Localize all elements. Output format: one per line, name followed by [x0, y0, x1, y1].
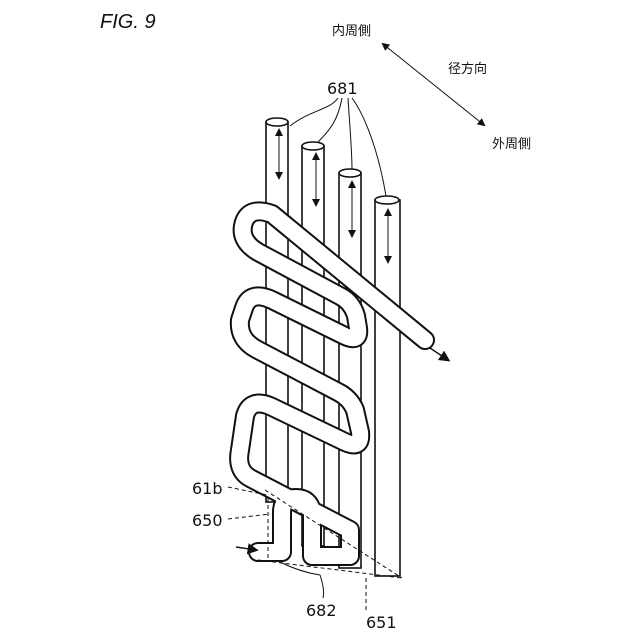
base-label: 682 — [306, 601, 337, 620]
rod-4 — [375, 196, 400, 576]
leader-681-c — [348, 98, 352, 170]
rods-label: 681 — [327, 79, 358, 98]
leader-650 — [228, 514, 270, 519]
radial-direction-arrow — [383, 44, 484, 125]
inner-side-label: 内周側 — [332, 23, 371, 39]
rod-3 — [339, 169, 361, 568]
rod-2 — [302, 142, 324, 546]
outlet-arrow — [430, 348, 448, 360]
terminal-label: 61b — [192, 479, 223, 498]
figure-title: FIG. 9 — [100, 11, 156, 33]
radial-direction-label: 径方向 — [448, 61, 487, 77]
outer-side-label: 外周側 — [492, 137, 531, 152]
edge-label: 651 — [366, 613, 397, 632]
leader-681-a — [290, 98, 338, 126]
coil-label: 650 — [192, 511, 223, 530]
